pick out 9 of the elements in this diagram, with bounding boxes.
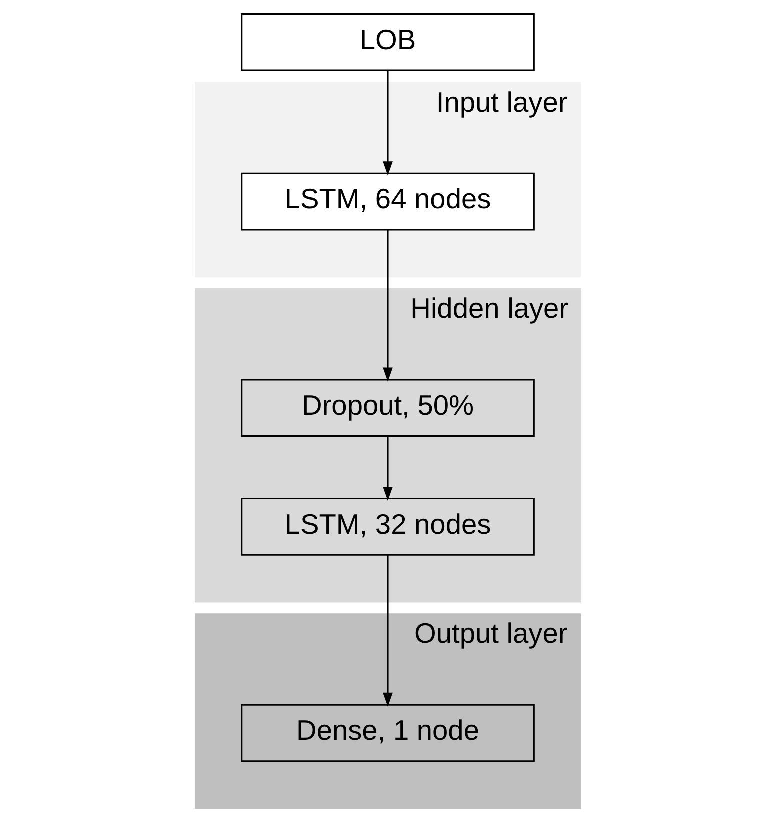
arrow [382,230,392,382]
arrow [382,436,392,502]
node-box: LSTM, 64 nodes [240,172,534,231]
arrow [382,555,392,707]
arrow [382,71,392,176]
node-box: LOB [240,13,534,72]
node-box: Dense, 1 node [240,704,534,762]
node-box: LSTM, 32 nodes [240,498,534,556]
node-box: Dropout, 50% [240,379,534,438]
